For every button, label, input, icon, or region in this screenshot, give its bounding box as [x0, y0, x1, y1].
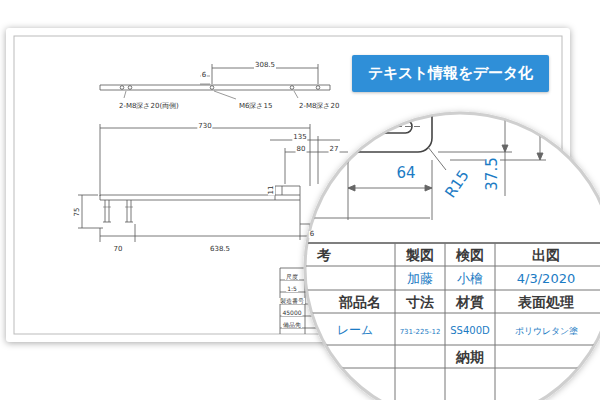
title-block-cell: 1:5 [286, 286, 298, 292]
label-holder: 検図 [455, 247, 485, 263]
label-holder: 6 [201, 64, 207, 80]
label-holder: レーム [336, 321, 374, 337]
table-header: 検図 [455, 248, 485, 262]
label-holder: 部品名 [338, 294, 382, 310]
label-holder: 納期 [455, 349, 485, 365]
table-header: 部品名 [338, 295, 382, 309]
dimension: 11 [268, 185, 275, 196]
label-holder: 731-225-12 [399, 321, 442, 337]
title-block-cell: 製造番号 [279, 298, 305, 304]
table-header: 考 [316, 248, 332, 262]
table-value: ポリウレタン塗 [514, 327, 579, 336]
label-holder: 638.5 [209, 238, 231, 254]
dimension: 37.5 [485, 156, 500, 191]
dimension: 27 [329, 146, 340, 153]
label-holder: 表面処理 [517, 294, 575, 310]
hole-note: 2-M8深さ20(両側) [118, 103, 180, 110]
table-value: 小檜 [456, 272, 484, 285]
table-value: 加藤 [406, 272, 434, 285]
label-holder: 135 [292, 126, 307, 142]
label-holder: 材質 [455, 294, 485, 310]
label-holder: 備品先 [282, 314, 302, 330]
table-header: 寸法 [405, 295, 435, 309]
table-header: 表面処理 [517, 295, 575, 309]
table-value: SS400D [449, 326, 490, 336]
dimension: 6 [309, 231, 315, 238]
action-button: テキスト情報をデータ化 [352, 55, 549, 92]
table-header: 出図 [531, 248, 561, 262]
label-holder: 308.5 [254, 54, 276, 70]
dimension: 64 [395, 166, 416, 181]
title-block-cell: 尺度 [285, 274, 299, 280]
title-block-cell: 45000 [281, 310, 302, 316]
hole-note: 2-M8深さ20 [298, 103, 340, 110]
label-holder: 27 [329, 138, 340, 154]
label-holder: 尺度 [285, 266, 299, 282]
table-header: 納期 [455, 350, 485, 364]
label-holder: 64 [395, 165, 416, 181]
label-holder: 11 [260, 185, 276, 196]
label-holder: 45000 [281, 302, 302, 318]
dimension: 638.5 [209, 246, 231, 253]
label-holder: 70 [113, 238, 124, 254]
label-holder: ポリウレタン塗 [514, 321, 579, 337]
dimension: 6 [201, 72, 207, 79]
dimension: 308.5 [254, 62, 276, 69]
label-holder: 75 [66, 207, 82, 218]
dimension: 80 [296, 146, 307, 153]
label-holder: 考 [316, 247, 332, 263]
title-block-cell: 備品先 [282, 322, 302, 328]
label-holder: 出図 [531, 247, 561, 263]
table-value: 731-225-12 [399, 329, 442, 336]
label-holder: 37.5 [484, 156, 500, 191]
label-holder: 2-M8深さ20(両側) [118, 95, 180, 111]
label-holder: 6 [309, 223, 315, 239]
hole-note: M6深さ15 [238, 103, 273, 110]
table-header: 製図 [405, 248, 435, 262]
dimension: 70 [113, 246, 124, 253]
label-holder: 寸法 [405, 294, 435, 310]
label-holder: 4/3/2020 [516, 270, 576, 286]
dimension: 75 [74, 207, 81, 218]
table-header: 材質 [455, 295, 485, 309]
label-holder: SS400D [449, 321, 490, 337]
table-value: レーム [336, 324, 374, 336]
label-holder: 1:5 [286, 278, 298, 294]
label-holder: 2-M8深さ20 [298, 95, 340, 111]
dimension: 135 [292, 134, 307, 141]
button-label: テキスト情報をデータ化 [368, 64, 533, 83]
label-holder: 製図 [405, 247, 435, 263]
label-holder: M6深さ15 [238, 95, 273, 111]
label-holder: 加藤 [406, 270, 434, 286]
table-value: 4/3/2020 [516, 272, 576, 285]
label-holder: 製造番号 [279, 290, 305, 306]
dimension: 730 [197, 123, 212, 130]
label-holder: 80 [296, 138, 307, 154]
label-holder: 730 [197, 115, 212, 131]
label-holder: 小檜 [456, 270, 484, 286]
